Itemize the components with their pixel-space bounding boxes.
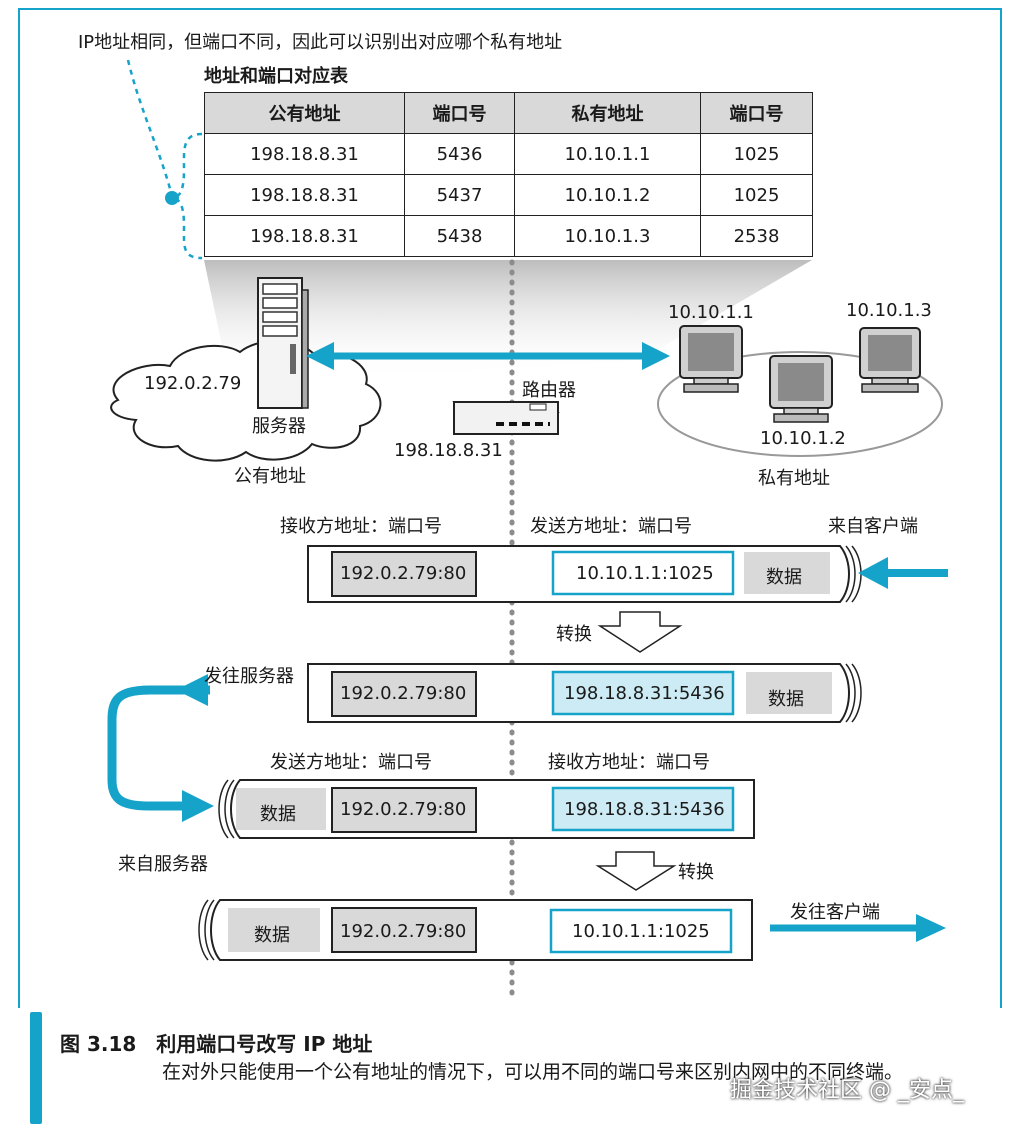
client-ip-1: 10.10.1.1 — [668, 302, 754, 323]
packet-1-frame — [307, 545, 862, 603]
public-address-label: 公有地址 — [234, 466, 306, 487]
table-cell: 198.18.8.31 — [204, 133, 405, 175]
table-row: 198.18.8.31 5438 10.10.1.3 2538 — [204, 215, 813, 257]
private-address-label: 私有地址 — [758, 468, 830, 489]
to-client-arrow — [770, 914, 946, 942]
table-title: 地址和端口对应表 — [204, 66, 348, 87]
server-icon — [257, 277, 309, 409]
table-cell: 5438 — [404, 215, 515, 257]
note-leader-dot — [165, 191, 179, 205]
server-ip-label: 192.0.2.79 — [144, 373, 242, 394]
watermark: 掘金技术社区 @ _安点_ — [730, 1078, 964, 1103]
address-port-table: 公有地址 端口号 私有地址 端口号 198.18.8.31 5436 10.10… — [204, 92, 813, 257]
from-client-arrow — [858, 557, 948, 589]
client-pc-icon-2 — [769, 355, 833, 423]
table-cell: 5436 — [404, 133, 515, 175]
table-cell: 10.10.1.1 — [514, 133, 701, 175]
note-bracket — [170, 132, 203, 260]
bidirectional-arrow — [306, 342, 670, 370]
note-leader-line — [126, 59, 174, 197]
packet-2-destination: 192.0.2.79:80 — [340, 683, 467, 704]
packet-3-frame — [218, 779, 755, 839]
packet-1-data: 数据 — [766, 567, 802, 588]
table-cell: 1025 — [700, 174, 813, 216]
sender-addr-port-label: 发送方地址：端口号 — [530, 516, 692, 537]
packet-3-destination: 198.18.8.31:5436 — [564, 799, 725, 820]
public-cloud — [110, 340, 382, 462]
to-server-label: 发往服务器 — [204, 666, 294, 687]
table-row: 198.18.8.31 5436 10.10.1.1 1025 — [204, 133, 813, 175]
client-pc-icon-1 — [679, 325, 743, 393]
diagram-canvas — [107, 59, 948, 998]
packet-4-data: 数据 — [254, 925, 290, 946]
mapping-note: IP地址相同，但端口不同，因此可以识别出对应哪个私有地址 — [78, 32, 563, 53]
table-cell: 10.10.1.2 — [514, 174, 701, 216]
sender-addr-port-label-2: 发送方地址：端口号 — [270, 752, 432, 773]
packet-4-frame — [198, 899, 753, 961]
convert-label-1: 转换 — [556, 624, 592, 645]
convert-label-2: 转换 — [678, 862, 714, 883]
convert-arrow-1 — [597, 611, 683, 653]
from-client-label: 来自客户端 — [828, 516, 918, 537]
packet-4-source: 192.0.2.79:80 — [340, 921, 467, 942]
from-server-label: 来自服务器 — [118, 854, 208, 875]
client-ip-3: 10.10.1.3 — [846, 300, 932, 321]
packet-2-data: 数据 — [768, 689, 804, 710]
server-loop-arrow — [107, 674, 214, 822]
header-port: 端口号 — [700, 92, 813, 134]
packet-3-source: 192.0.2.79:80 — [340, 799, 467, 820]
receiver-addr-port-label: 接收方地址：端口号 — [280, 516, 442, 537]
header-private-address: 私有地址 — [514, 92, 701, 134]
server-label: 服务器 — [252, 416, 306, 437]
table-cell: 10.10.1.3 — [514, 215, 701, 257]
packet-1-source: 10.10.1.1:1025 — [576, 563, 714, 584]
caption-accent-bar — [30, 1012, 42, 1124]
packet-2-frame — [307, 663, 862, 723]
receiver-addr-port-label-2: 接收方地址：端口号 — [548, 752, 710, 773]
router-ip-label: 198.18.8.31 — [394, 440, 503, 461]
to-client-label: 发往客户端 — [790, 902, 880, 923]
client-pc-icon-3 — [859, 327, 921, 393]
header-port: 端口号 — [404, 92, 515, 134]
packet-1-destination: 192.0.2.79:80 — [340, 563, 467, 584]
table-row: 198.18.8.31 5437 10.10.1.2 1025 — [204, 174, 813, 216]
table-cell: 2538 — [700, 215, 813, 257]
router-icon — [452, 401, 560, 435]
packet-4-destination: 10.10.1.1:1025 — [572, 921, 710, 942]
packet-3-data: 数据 — [260, 804, 296, 825]
packet-2-source: 198.18.8.31:5436 — [564, 683, 725, 704]
figure-frame — [18, 8, 1002, 1008]
caption-body: 在对外只能使用一个公有地址的情况下，可以用不同的端口号来区别内网中的不同终端。 — [162, 1061, 904, 1083]
table-cell: 198.18.8.31 — [204, 215, 405, 257]
convert-arrow-2 — [595, 851, 677, 891]
table-projection-fan — [204, 260, 812, 380]
router-label: 路由器 — [522, 380, 576, 401]
table-cell: 1025 — [700, 133, 813, 175]
table-cell: 5437 — [404, 174, 515, 216]
client-ip-2: 10.10.1.2 — [760, 428, 846, 449]
caption-title: 图 3.18 利用端口号改写 IP 地址 — [60, 1032, 373, 1056]
